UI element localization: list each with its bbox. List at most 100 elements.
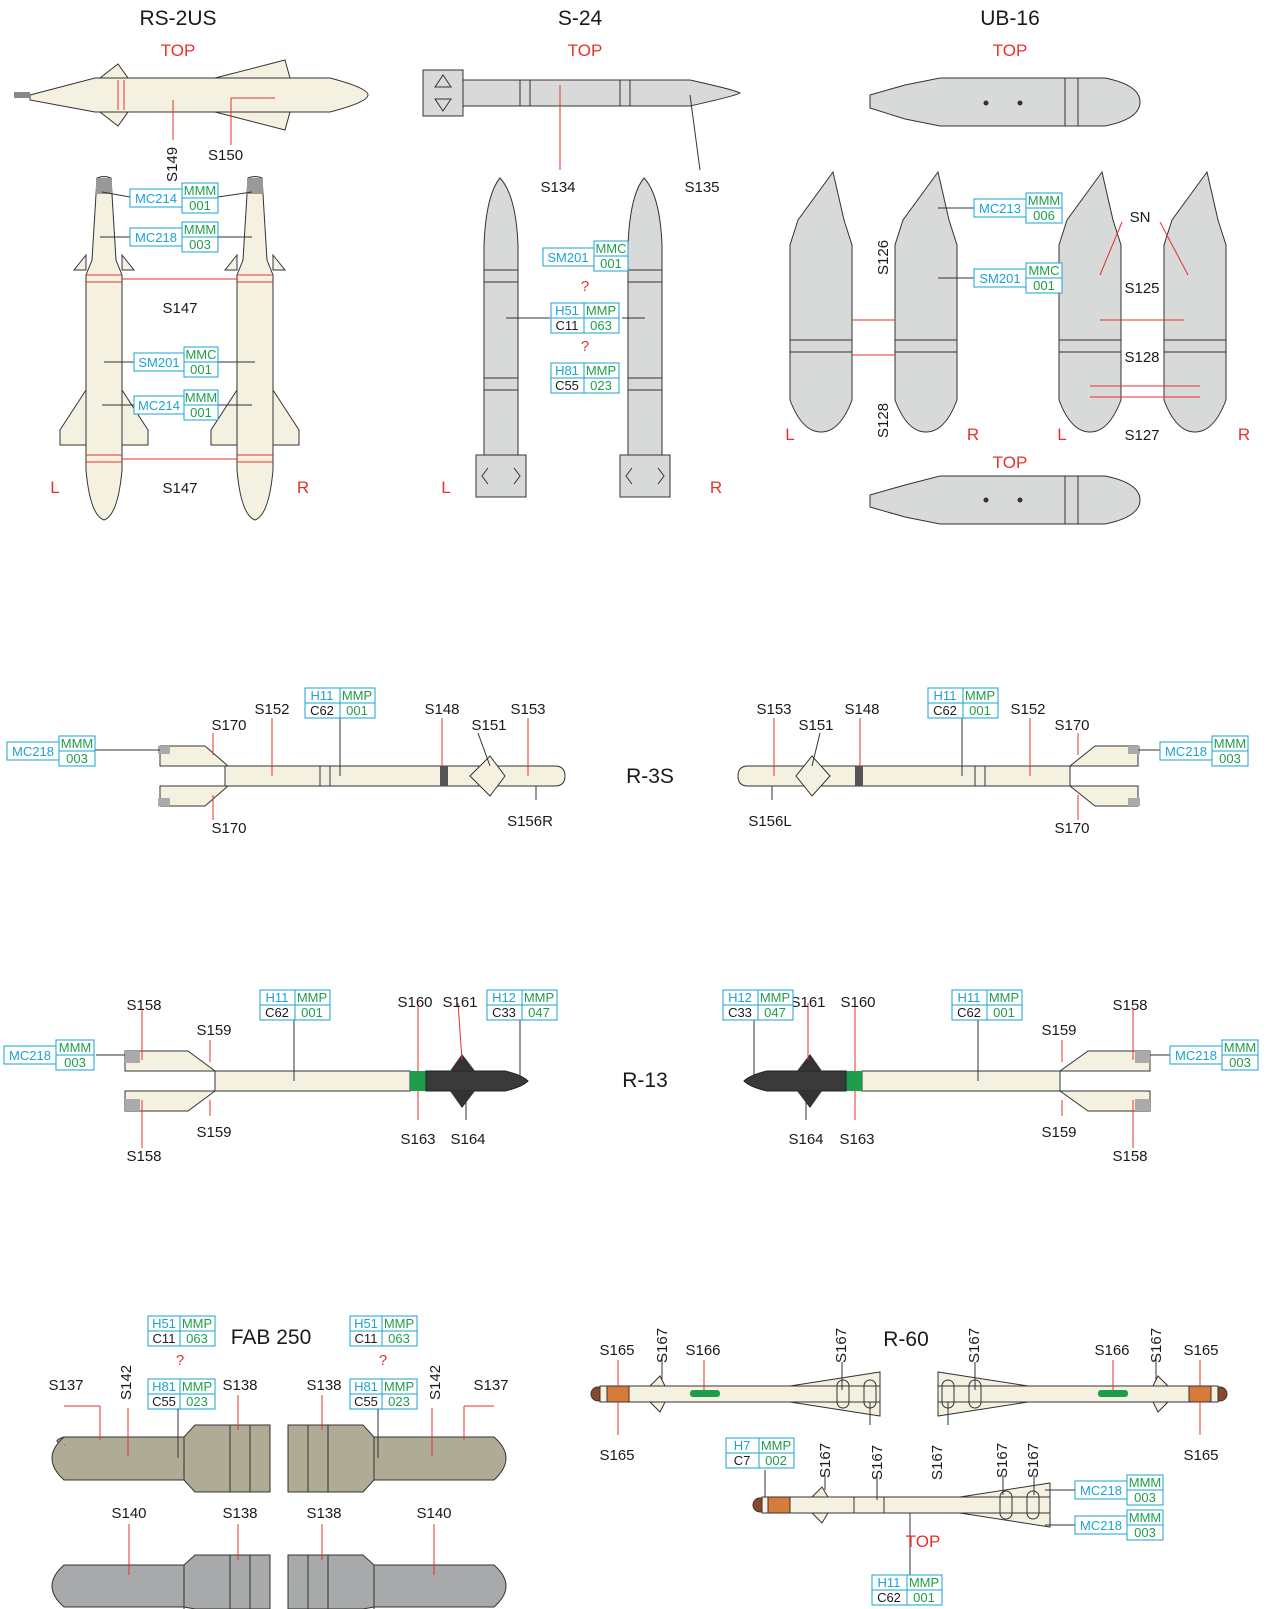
label-s167-rb: S167	[929, 1445, 946, 1480]
label-s127: S127	[1124, 427, 1159, 444]
code-h12-r13-r: H12 MMP C33 047	[722, 989, 794, 1021]
code-h12-r13-l: H12 MMP C33 047	[486, 989, 558, 1021]
svg-text:MC214: MC214	[138, 398, 180, 413]
svg-text:MMP: MMP	[989, 990, 1019, 1005]
svg-text:H51: H51	[354, 1316, 378, 1331]
label-s135: S135	[684, 179, 719, 196]
label-s149: S149	[164, 147, 181, 182]
title-s24: S-24	[558, 7, 603, 30]
svg-text:C55: C55	[555, 378, 579, 393]
label-s159-rt: S159	[1041, 1022, 1076, 1039]
label-s170-rt: S170	[1054, 717, 1089, 734]
svg-text:MMC: MMC	[595, 241, 626, 256]
label-s166-l: S166	[685, 1342, 720, 1359]
svg-text:003: 003	[1134, 1525, 1156, 1540]
svg-text:003: 003	[1219, 751, 1241, 766]
label-s158-rb: S158	[1112, 1148, 1147, 1165]
svg-text:H11: H11	[266, 990, 289, 1005]
code-h7-r60: H7 MMP C7 002	[725, 1437, 795, 1469]
svg-text:MMM: MMM	[184, 222, 217, 237]
svg-text:063: 063	[590, 318, 612, 333]
r60-top-view	[752, 1470, 1075, 1590]
code-sm201-rs2us: SM201 MMC 001	[133, 346, 219, 378]
ub16-pod-4	[1163, 170, 1227, 433]
label-s158-rt: S158	[1112, 997, 1147, 1014]
svg-text:C62: C62	[265, 1005, 289, 1020]
svg-text:001: 001	[969, 703, 991, 718]
label-s167-tv1: S167	[817, 1443, 834, 1478]
label-s164-l: S164	[450, 1131, 485, 1148]
ub16-pod-1	[789, 170, 853, 433]
label-s166-r: S166	[1094, 1342, 1129, 1359]
svg-text:MC218: MC218	[9, 1048, 51, 1063]
label-s137-l: S137	[48, 1377, 83, 1394]
label-s126: S126	[875, 240, 892, 275]
question-mark-s24-2: ?	[581, 338, 589, 355]
svg-text:001: 001	[1033, 278, 1055, 293]
svg-text:H81: H81	[555, 363, 579, 378]
svg-text:003: 003	[66, 751, 88, 766]
label-s163-l: S163	[400, 1131, 435, 1148]
svg-text:001: 001	[190, 362, 212, 377]
svg-text:H11: H11	[934, 688, 957, 703]
fab250-grey-right	[287, 1524, 507, 1609]
svg-text:MMP: MMP	[965, 688, 995, 703]
title-r13: R-13	[622, 1069, 668, 1092]
svg-text:MMC: MMC	[185, 347, 216, 362]
svg-text:MMP: MMP	[909, 1575, 939, 1590]
label-s160-r: S160	[840, 994, 875, 1011]
svg-text:001: 001	[600, 256, 622, 271]
svg-text:SM201: SM201	[979, 271, 1020, 286]
svg-text:MMP: MMP	[384, 1316, 414, 1331]
label-s159-rb: S159	[1041, 1124, 1076, 1141]
svg-text:MC214: MC214	[135, 191, 177, 206]
svg-text:H7: H7	[734, 1438, 751, 1453]
label-s147-lower: S147	[162, 480, 197, 497]
r60-right-missile	[937, 1358, 1228, 1435]
title-fab250: FAB 250	[231, 1326, 312, 1349]
label-s167-lt: S167	[654, 1328, 671, 1363]
label-s167-rt2: S167	[1148, 1328, 1165, 1363]
question-mark-fab-r: ?	[379, 1352, 387, 1369]
r13-right-missile	[743, 1003, 1170, 1148]
svg-text:001: 001	[913, 1590, 935, 1605]
svg-text:MMC: MMC	[1028, 263, 1059, 278]
label-s128-vertical: S128	[875, 403, 892, 438]
code-sm201-s24: SM201 MMC 001	[542, 240, 629, 272]
code-h51-s24: H51 MMP C11 063	[550, 302, 620, 334]
ub16-pod-3	[1058, 170, 1122, 433]
fab250-khaki-right	[287, 1395, 507, 1493]
r60-left-missile	[590, 1358, 881, 1435]
svg-text:MMP: MMP	[342, 688, 372, 703]
svg-text:C55: C55	[354, 1394, 378, 1409]
label-s163-r: S163	[839, 1131, 874, 1148]
rs2us-right-missile	[210, 176, 300, 521]
code-mc218-r13-l: MC218 MMM 003	[3, 1039, 95, 1071]
s24-right-side	[619, 177, 671, 498]
label-s165-lb: S165	[599, 1447, 634, 1464]
rs2us-top-view	[14, 59, 369, 145]
svg-text:MMP: MMP	[182, 1379, 212, 1394]
svg-text:MMP: MMP	[524, 990, 554, 1005]
label-s156r: S156R	[507, 813, 553, 830]
label-s167-rt: S167	[966, 1328, 983, 1363]
svg-text:MMM: MMM	[1129, 1510, 1162, 1525]
svg-text:H12: H12	[728, 990, 752, 1005]
code-mc218-rs2us: MC218 MMM 003	[129, 221, 219, 253]
svg-text:C11: C11	[153, 1331, 176, 1346]
svg-text:001: 001	[993, 1005, 1015, 1020]
ub16-pod-2	[894, 170, 958, 433]
svg-text:MC213: MC213	[979, 201, 1021, 216]
svg-text:MMM: MMM	[1224, 1040, 1257, 1055]
code-h81-fab-r: H81 MMP C55 023	[349, 1378, 418, 1410]
label-sn: SN	[1130, 209, 1151, 226]
svg-text:001: 001	[301, 1005, 323, 1020]
code-h51-fab-r: H51 MMP C11 063	[349, 1315, 418, 1347]
code-h11-r3s-l: H11 MMP C62 001	[304, 687, 376, 719]
code-h81-fab-l: H81 MMP C55 023	[147, 1378, 216, 1410]
svg-text:063: 063	[388, 1331, 410, 1346]
svg-text:H11: H11	[311, 688, 334, 703]
label-s140-r: S140	[416, 1505, 451, 1522]
s24-left-side	[475, 177, 527, 498]
label-s161-l: S161	[442, 994, 477, 1011]
